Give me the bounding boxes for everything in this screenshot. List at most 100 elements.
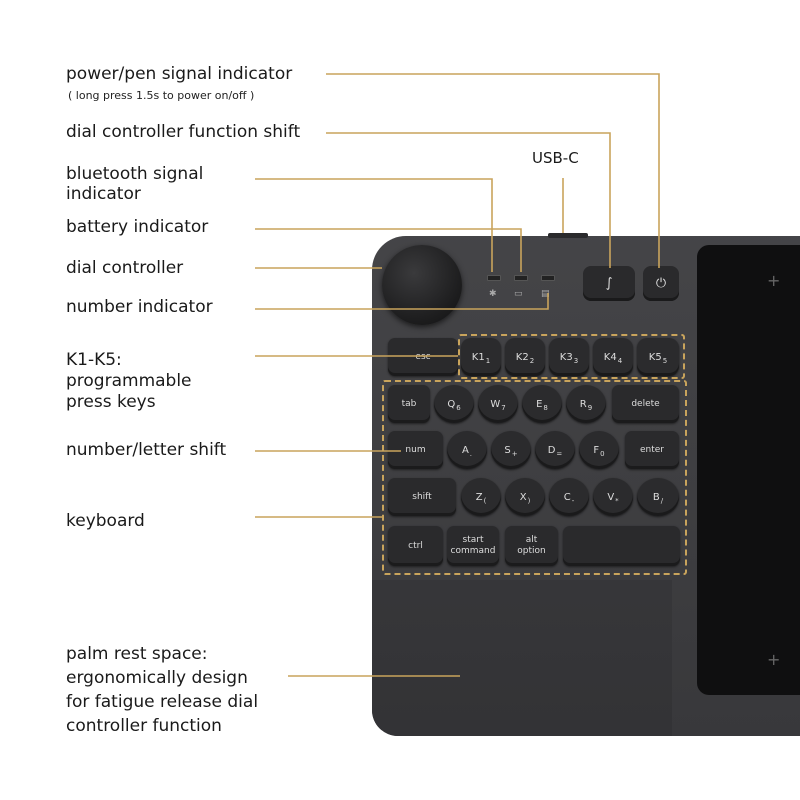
dial-shift-icon: ∫ (605, 276, 613, 291)
k1k5-label-line1: K1-K5: (66, 350, 122, 370)
k2-key-label: K2 (515, 351, 529, 363)
w-key-label: W (490, 398, 501, 410)
k1-key-sub: 1 (485, 357, 491, 365)
power-indicator-note: ( long press 1.5s to power on/off ) (68, 89, 255, 102)
ctrl-key[interactable]: ctrl (388, 526, 443, 566)
q-key-label: Q (447, 398, 456, 410)
touchpad-corner-mark: + (767, 271, 781, 290)
keyboard-highlight (382, 380, 687, 575)
bluetooth-indicator-light (487, 275, 501, 281)
x-key-sub: ) (527, 497, 531, 505)
e-key-label: E (536, 398, 543, 410)
r-key-label: R (579, 398, 587, 410)
s-key-label: S (504, 444, 511, 456)
number-indicator-label: number indicator (66, 297, 213, 317)
power-indicator-label: power/pen signal indicator (66, 64, 293, 84)
bluetooth-label-line1: bluetooth signal (66, 164, 204, 184)
number-indicator-light (541, 275, 555, 281)
e-key-sub: 8 (543, 404, 548, 412)
power-icon: ⏻ (655, 276, 667, 291)
battery-icon: ▭ (514, 289, 523, 299)
z-key-sub: ( (483, 497, 487, 505)
keyboard-label: keyboard (66, 511, 145, 531)
b-key[interactable]: B/ (637, 478, 679, 516)
enter-key[interactable]: enter (625, 431, 679, 469)
dial-controller[interactable] (382, 245, 462, 325)
c-key-sub: - (571, 497, 575, 505)
space-key[interactable] (563, 526, 680, 566)
battery-callout-line (255, 228, 522, 272)
alt-key-label: alt (525, 535, 538, 545)
f-key-label: F (593, 444, 600, 456)
d-key[interactable]: D= (535, 431, 575, 469)
palm-rest-label-line1: palm rest space: (66, 644, 208, 664)
x-key-label: X (519, 491, 527, 503)
k3-key-sub: 3 (573, 357, 579, 365)
dial-shift-label: dial controller function shift (66, 122, 301, 142)
shift-key[interactable]: shift (388, 478, 456, 516)
touchpad[interactable]: + + (697, 245, 800, 695)
c-key[interactable]: C- (549, 478, 589, 516)
bluetooth-label-line2: indicator (66, 184, 141, 204)
start-command-key[interactable]: start command (447, 526, 499, 566)
command-key-label: command (450, 546, 496, 556)
dial-controller-label: dial controller (66, 258, 184, 278)
k4-key-label: K4 (603, 351, 617, 363)
usbc-label: USB-C (532, 149, 579, 167)
dial-shift-callout-line (326, 132, 611, 268)
a-key-label: A (461, 444, 469, 456)
battery-label: battery indicator (66, 217, 209, 237)
k1k5-label-line3: press keys (66, 392, 156, 412)
palm-rest-label-line3: for fatigue release dial (66, 692, 259, 712)
q-key-sub: 6 (456, 404, 461, 412)
d-key-sub: = (556, 450, 563, 458)
v-key-sub: * (615, 497, 619, 505)
palm-rest-area (372, 580, 672, 736)
k4-key-sub: 4 (617, 357, 623, 365)
k3-key-label: K3 (559, 351, 573, 363)
num-key[interactable]: num (388, 431, 443, 469)
k2-key-sub: 2 (529, 357, 535, 365)
num-letter-shift-label: number/letter shift (66, 440, 227, 460)
k5-key-sub: 5 (662, 357, 668, 365)
x-key[interactable]: X) (505, 478, 545, 516)
c-key-label: C (563, 491, 571, 503)
palm-rest-label-line4: controller function (66, 716, 222, 736)
s-key-sub: + (511, 450, 518, 458)
w-key-sub: 7 (501, 404, 506, 412)
v-key[interactable]: V* (593, 478, 633, 516)
r-key-sub: 9 (587, 404, 593, 412)
power-button[interactable]: ⏻ (643, 266, 679, 301)
touchpad-corner-mark: + (767, 650, 781, 669)
number-lock-icon: ▤ (541, 289, 550, 299)
number-indicator-callout-line (255, 293, 549, 310)
alt-option-key[interactable]: alt option (505, 526, 558, 566)
bluetooth-callout-line (255, 178, 493, 272)
z-key[interactable]: Z( (461, 478, 501, 516)
s-key[interactable]: S+ (491, 431, 531, 469)
k5-key-label: K5 (648, 351, 662, 363)
delete-key[interactable]: delete (612, 385, 679, 423)
bluetooth-icon: ✱ (489, 289, 497, 299)
a-key-sub: . (469, 450, 473, 458)
option-key-label: option (517, 546, 546, 556)
dial-shift-button[interactable]: ∫ (583, 266, 635, 301)
tab-key[interactable]: tab (388, 385, 430, 423)
a-key[interactable]: A. (447, 431, 487, 469)
k1-k5-highlight (458, 334, 685, 379)
k1k5-label-line2: programmable (66, 371, 192, 391)
f-key-sub: 0 (600, 450, 605, 458)
v-key-label: V (607, 491, 615, 503)
b-key-sub: / (660, 497, 664, 505)
start-key-label: start (462, 535, 484, 545)
